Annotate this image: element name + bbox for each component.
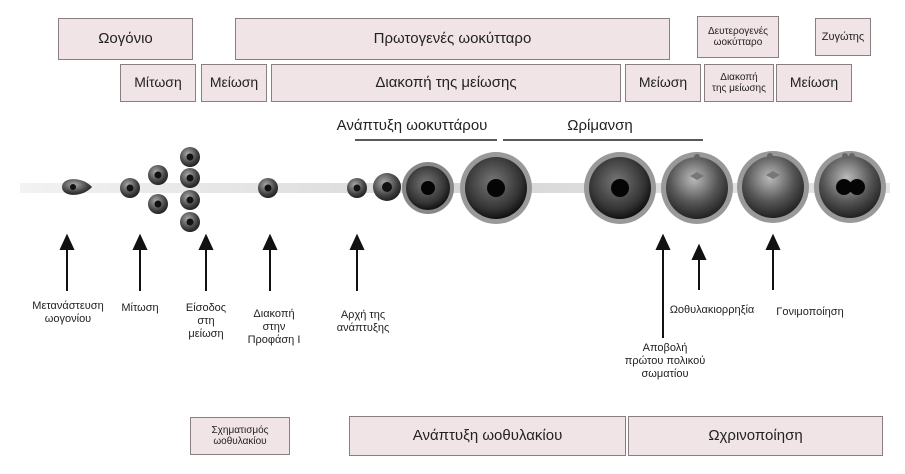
- fertilization-label: Γονιμοποίηση: [776, 306, 844, 318]
- primary-oocyte-box: Πρωτογενές ωοκύτταρο: [235, 18, 670, 60]
- zygote-label: Ζυγώτης: [821, 30, 865, 43]
- oocyte-growth-header: Ανάπτυξη ωοκυττάρου: [336, 117, 488, 134]
- meiosis-arrest-label: Διακοπή της μείωσης: [375, 73, 517, 91]
- meiosis-label-2: Μείωση: [638, 74, 688, 91]
- follicle-development-label: Ανάπτυξη ωοθυλακίου: [412, 426, 563, 444]
- oogonium-label: Ωογόνιο: [98, 29, 153, 47]
- follicle-formation-label: Σχηματισμός ωοθυλακίου: [211, 425, 269, 447]
- meiosis-box-3: Μείωση: [776, 64, 852, 102]
- mitosis-label: Μίτωση: [134, 74, 182, 91]
- maturation-header: Ωρίμανση: [567, 117, 633, 134]
- luteinization-box: Ωχρινοποίηση: [628, 416, 883, 456]
- oogonium-cell: [62, 179, 92, 195]
- follicle-formation-box: Σχηματισμός ωοθυλακίου: [190, 417, 290, 455]
- event-arrows: [59, 233, 781, 338]
- follicle-development-box: Ανάπτυξη ωοθυλακίου: [349, 416, 626, 456]
- meiosis-arrest-box: Διακοπή της μείωσης: [271, 64, 621, 102]
- secondary-oocyte-label: Δευτερογενές ωοκύτταρο: [708, 26, 768, 48]
- meiosis-box-2: Μείωση: [625, 64, 701, 102]
- arrest-prophase-label: Διακοπή στην Προφάση Ι: [247, 308, 301, 347]
- meiosis-arrest-label-2: Διακοπή της μείωσης: [712, 72, 766, 94]
- entry-meiosis-label: Είσοδος στη μείωση: [185, 302, 227, 341]
- oogonium-box: Ωογόνιο: [58, 18, 193, 60]
- secondary-oocyte-box: Δευτερογενές ωοκύτταρο: [697, 16, 779, 58]
- polar-body-label: Αποβολή πρώτου πολικού σωματίου: [624, 342, 706, 381]
- meiosis-label-3: Μείωση: [789, 74, 839, 91]
- meiosis-arrest-box-2: Διακοπή της μείωσης: [704, 64, 774, 102]
- meiosis-entry-cells: [180, 147, 200, 232]
- primary-oocyte-label: Πρωτογενές ωοκύτταρο: [373, 29, 532, 47]
- mitosis-event-label: Μίτωση: [121, 302, 159, 314]
- mitosis-cells: [120, 165, 168, 214]
- timeline-band: [20, 183, 890, 193]
- meiosis-box-1: Μείωση: [201, 64, 267, 102]
- mitosis-box: Μίτωση: [120, 64, 196, 102]
- growth-start-label: Αρχή της ανάπτυξης: [336, 309, 390, 335]
- meiosis-label-1: Μείωση: [209, 74, 259, 91]
- luteinization-label: Ωχρινοποίηση: [708, 426, 803, 444]
- migration-label: Μετανάστευση ωογονίου: [32, 300, 104, 326]
- zygote-box: Ζυγώτης: [815, 18, 871, 56]
- ovulation-label: Ωοθυλακιορρηξία: [669, 304, 755, 316]
